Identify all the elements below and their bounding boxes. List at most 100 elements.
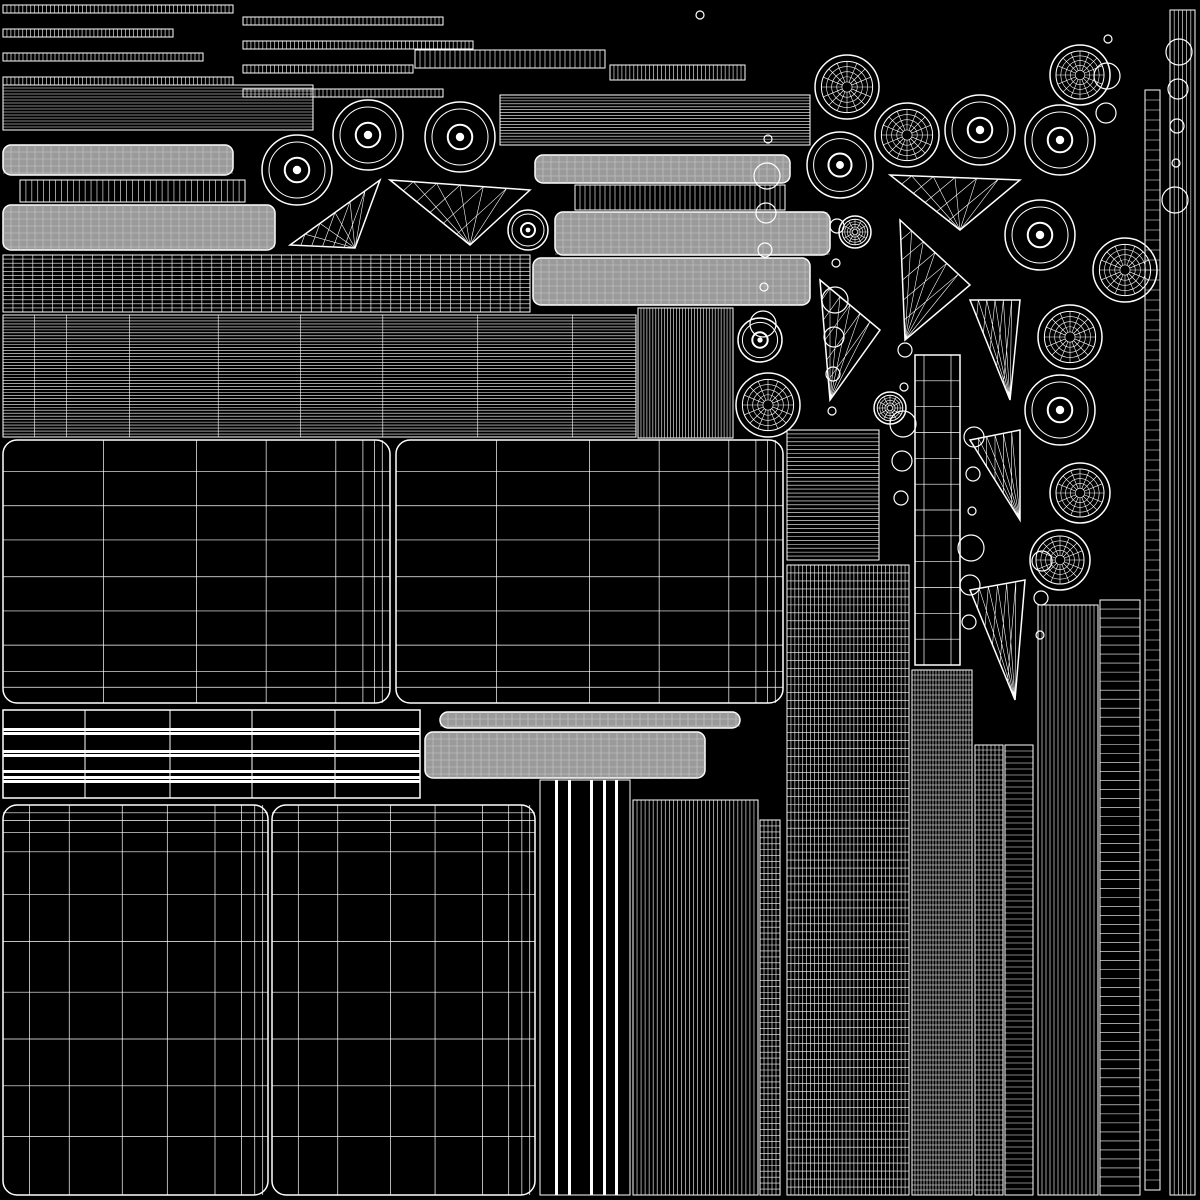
wheel-rim: [735, 372, 801, 438]
bracket-wire: [901, 175, 999, 231]
wheel-island: [874, 102, 940, 168]
wheel-rim: [261, 134, 333, 206]
island-wire: [1041, 605, 1095, 1195]
wheel-rim: [1037, 304, 1103, 370]
wheel-spokes: [1044, 311, 1096, 363]
bar-wire: [555, 212, 830, 255]
wheel-center: [363, 130, 373, 140]
wheel-rim: [814, 54, 880, 120]
wheel-rim: [332, 99, 404, 171]
wheel-spokes: [1056, 469, 1104, 517]
island-wire: [975, 745, 1003, 1195]
vert-strip-8: [1037, 604, 1099, 1196]
wheel-island: [806, 131, 874, 199]
small-part-circle: [1165, 38, 1193, 66]
small-part-circle: [1033, 590, 1049, 606]
wheel-island: [814, 54, 880, 120]
small-part-circle: [957, 534, 985, 562]
small-part-circle: [899, 382, 909, 392]
vert-strip-6: [974, 744, 1004, 1196]
wheel-rim: [1004, 199, 1076, 271]
wheel-hub: [446, 123, 474, 151]
island-wire: [3, 255, 530, 312]
small-part-circle: [757, 242, 773, 258]
island-wire: [419, 50, 601, 68]
stripe: [555, 780, 558, 1195]
island-outline: [632, 799, 759, 1196]
wheel-ring: [1011, 206, 1069, 264]
wheel-rim: [874, 102, 940, 168]
island-wire: [1005, 750, 1033, 1190]
small-part-circle: [755, 202, 777, 224]
bar-fill: [2, 144, 234, 176]
wheel-island: [1024, 104, 1096, 176]
wheel-island: [1049, 44, 1111, 106]
island-wire: [3, 440, 390, 703]
top-strip-1: [2, 254, 531, 313]
wheel-hub: [966, 116, 994, 144]
wheel-center: [455, 132, 465, 142]
small-part-circle: [1035, 630, 1045, 640]
wheel-hub: [751, 331, 769, 349]
small-part-circle: [1095, 102, 1117, 124]
wheel-hub: [1026, 221, 1054, 249]
island-wire: [760, 820, 780, 1195]
small-part-circle: [1169, 118, 1185, 134]
header-strip: [242, 40, 474, 50]
wheel-island: [1037, 304, 1103, 370]
wheel-ring: [1031, 111, 1089, 169]
small-part-circle: [695, 10, 705, 20]
wheel-ring: [741, 321, 779, 359]
header-block-4: [609, 64, 746, 81]
island-wire: [1145, 99, 1160, 1181]
panel-large-2: [395, 439, 784, 704]
small-part-circle: [749, 310, 777, 338]
wheel-rim: [424, 101, 496, 173]
island-wire: [6, 77, 230, 85]
wheel-rim: [1049, 462, 1111, 524]
bracket-wire: [403, 181, 507, 246]
small-part-circle: [831, 258, 841, 268]
bar-wire: [535, 155, 790, 183]
vert-strip-1: [632, 799, 759, 1196]
island-wire: [246, 17, 440, 25]
small-part-circle: [967, 506, 977, 516]
wheel-center: [525, 227, 531, 233]
stripe: [568, 780, 571, 1195]
island-outline: [759, 819, 781, 1196]
small-part-circle: [891, 450, 913, 472]
wheel-spokes: [1099, 244, 1151, 296]
bracket-wire: [976, 299, 1012, 401]
uv-islands: [2, 4, 1196, 1196]
vert-strip-11: [1169, 9, 1196, 1196]
bracket-island: [968, 429, 1021, 523]
wheel-center: [1035, 230, 1045, 240]
wheel-hub: [283, 156, 311, 184]
wheel-island: [1004, 199, 1076, 271]
wheel-center: [1055, 135, 1065, 145]
wheel-rim: [1049, 44, 1111, 106]
wheel-center: [1055, 405, 1065, 415]
island-wire: [1100, 608, 1140, 1187]
island-wire: [579, 185, 781, 210]
bracket-island: [968, 299, 1021, 401]
striped-block: [2, 709, 421, 799]
top-strip-3: [637, 307, 734, 439]
small-part-circle: [959, 574, 981, 596]
small-part-circle: [1103, 34, 1113, 44]
bracket-wire: [977, 581, 1017, 701]
wheel-island: [838, 215, 872, 249]
stripe: [3, 728, 420, 731]
small-part-circle: [753, 162, 781, 190]
wheel-rim: [838, 215, 872, 249]
wheel-hub: [827, 152, 853, 178]
top-strip-2-cols: [2, 314, 637, 438]
bracket-wire: [300, 190, 366, 249]
bracket-wire: [900, 230, 959, 341]
small-part-circle: [893, 490, 909, 506]
wheel-island: [332, 99, 404, 171]
wheel-ring: [431, 108, 489, 166]
wheel-island: [1092, 237, 1158, 303]
panel-tall-1: [2, 804, 269, 1196]
wheel-island: [1024, 374, 1096, 446]
